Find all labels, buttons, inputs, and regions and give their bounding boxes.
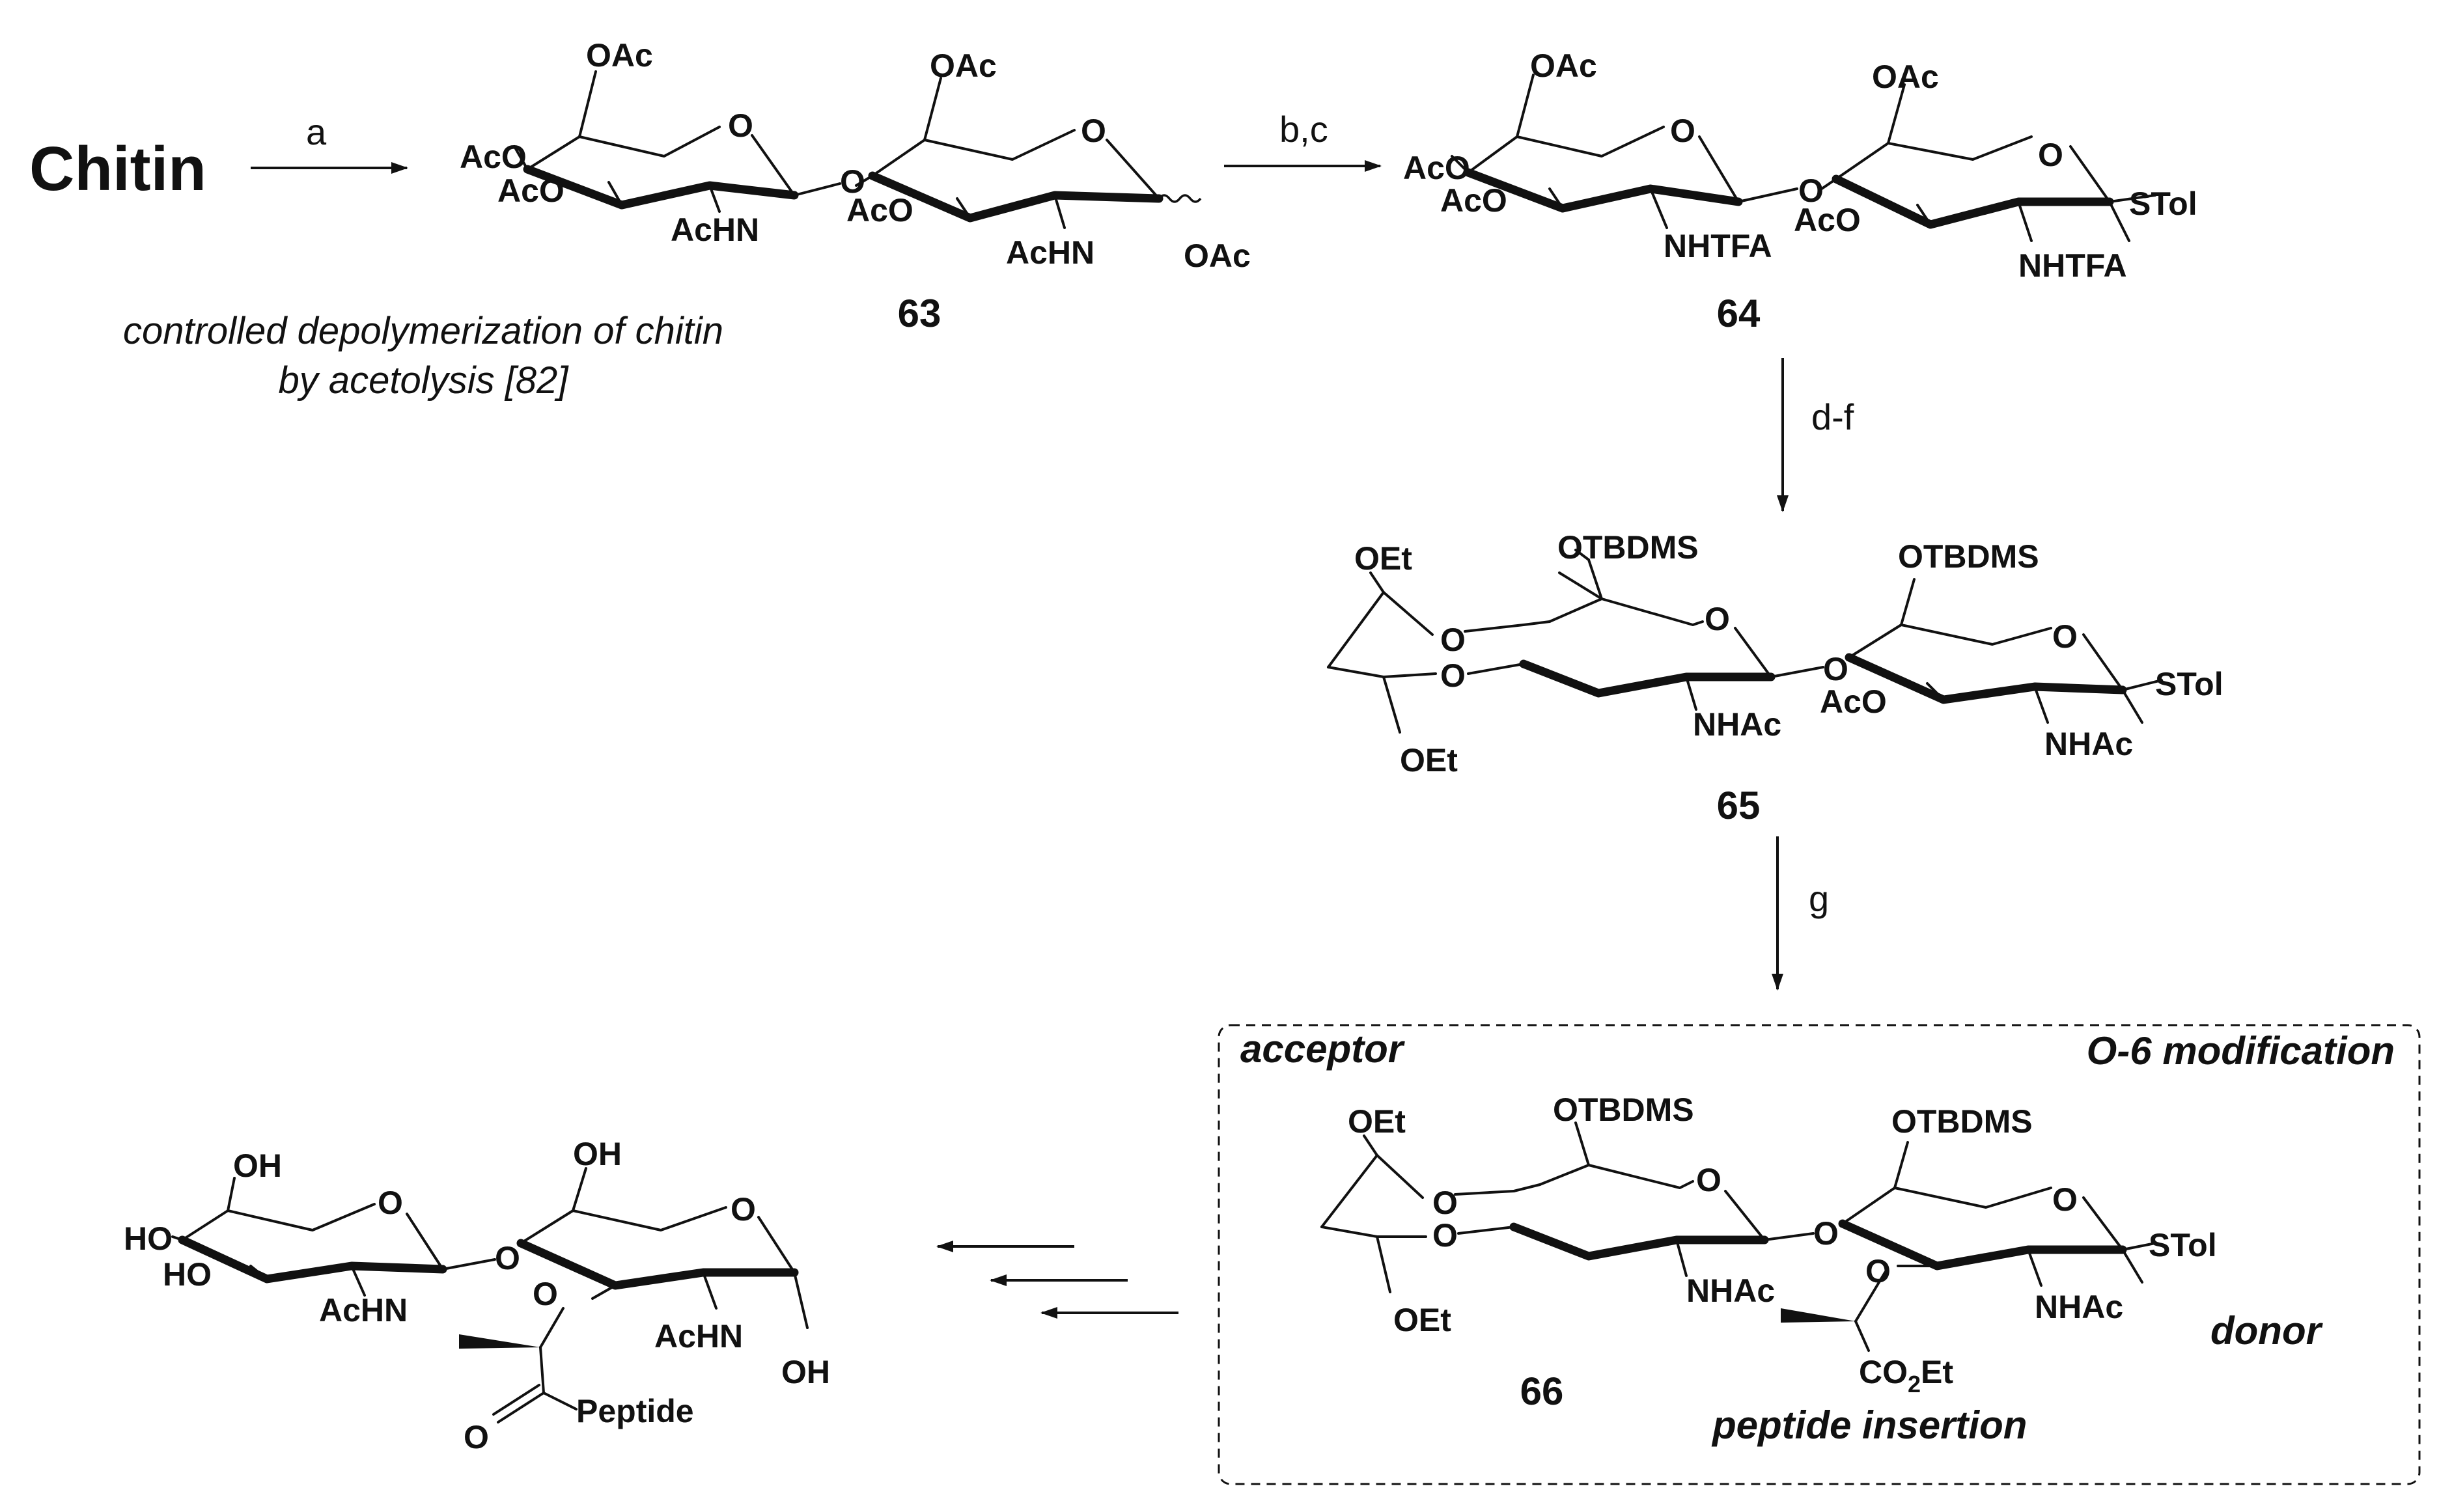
c66-lactyl-o: O [1865, 1253, 1891, 1289]
c66-oet-bottom: OEt [1393, 1302, 1451, 1338]
c66-co2et: CO2Et [1859, 1354, 1953, 1397]
product-peptide: Peptide [576, 1393, 694, 1429]
c64-ring-o2: O [2038, 137, 2063, 173]
product-ring-o2: O [731, 1191, 756, 1228]
compound-66-structure [1320, 1121, 2156, 1352]
c66-nhac-1: NHAc [1686, 1272, 1775, 1309]
c65-aco: AcO [1820, 683, 1887, 720]
c63-ring-o2: O [1081, 113, 1106, 149]
reagent-bc: b,c [1279, 109, 1328, 150]
c64-aco-2: AcO [1440, 182, 1507, 219]
c63-oac-anomeric: OAc [1184, 238, 1251, 274]
compound-63-structure [513, 70, 1202, 229]
c64-oac-top2: OAc [1872, 59, 1939, 95]
compound-65-structure [1327, 549, 2163, 734]
product-oh-anomeric: OH [781, 1354, 830, 1390]
reagent-df: d-f [1811, 396, 1854, 437]
c64-glyco-o: O [1798, 172, 1824, 209]
c63-aco-1: AcO [460, 139, 527, 175]
reagent-a: a [306, 111, 327, 152]
label-peptide-insertion: peptide insertion [1711, 1403, 2027, 1447]
compound-64-label: 64 [1717, 292, 1761, 335]
product-lactyl-o: O [533, 1276, 558, 1312]
note-line1: controlled depolymerization of chitin [123, 310, 723, 352]
final-product-structure [171, 1167, 809, 1423]
c65-glyco-o: O [1823, 651, 1848, 687]
c65-oet-top: OEt [1354, 540, 1412, 577]
c63-oac-top1: OAc [586, 37, 653, 74]
c64-ring-o1: O [1670, 113, 1695, 149]
product-achn-2: AcHN [654, 1318, 743, 1354]
compound-65-label: 65 [1717, 784, 1761, 827]
c64-stol: STol [2129, 186, 2197, 222]
compound-66-label: 66 [1520, 1369, 1564, 1413]
c66-glyco-o: O [1813, 1215, 1839, 1252]
c63-glyco-o: O [840, 163, 865, 200]
c65-nhac-1: NHAc [1693, 706, 1781, 743]
c65-otbdms-1: OTBDMS [1557, 529, 1699, 566]
reagent-g: g [1809, 878, 1829, 919]
label-o6-modification: O-6 modification [2087, 1029, 2395, 1073]
compound-64-structure [1451, 74, 2156, 242]
product-oh-top1: OH [233, 1148, 282, 1184]
c66-ring-o1: O [1696, 1162, 1721, 1198]
product-ho-2: HO [163, 1256, 212, 1293]
c65-oet-bottom: OEt [1400, 742, 1458, 778]
c65-ring-o2: O [2052, 618, 2078, 655]
c65-acetal-o2: O [1440, 657, 1466, 694]
c66-oet-top: OEt [1348, 1103, 1406, 1140]
c64-oac-top1: OAc [1530, 48, 1597, 84]
c63-aco-2: AcO [497, 172, 564, 209]
c65-acetal-o1: O [1440, 622, 1466, 658]
note-line2: by acetolysis [82] [279, 359, 570, 402]
c66-ring-o2: O [2052, 1181, 2078, 1218]
label-acceptor: acceptor [1240, 1027, 1406, 1071]
compound-63-label: 63 [898, 292, 941, 335]
chitin-label: Chitin [29, 134, 206, 204]
c65-nhac-2: NHAc [2044, 726, 2133, 762]
c64-nhtfa-2: NHTFA [2018, 247, 2127, 284]
c66-otbdms-2: OTBDMS [1891, 1103, 2033, 1140]
c64-nhtfa-1: NHTFA [1664, 228, 1772, 264]
c63-achn-2: AcHN [1006, 234, 1094, 271]
c63-oac-top2: OAc [930, 48, 997, 84]
product-glyco-o: O [495, 1240, 520, 1276]
c64-aco-1: AcO [1403, 150, 1470, 186]
product-ho-1: HO [124, 1220, 173, 1257]
c63-aco-3: AcO [846, 192, 913, 228]
product-ring-o1: O [378, 1185, 403, 1221]
c66-acetal-o1: O [1432, 1185, 1458, 1221]
c66-nhac-2: NHAc [2035, 1289, 2123, 1325]
c63-achn-1: AcHN [671, 212, 759, 248]
product-carbonyl-o: O [464, 1419, 489, 1455]
c66-otbdms-1: OTBDMS [1553, 1092, 1694, 1128]
product-achn-1: AcHN [319, 1292, 408, 1328]
label-donor: donor [2210, 1309, 2324, 1353]
c63-ring-o1: O [728, 107, 753, 144]
c66-stol: STol [2149, 1227, 2217, 1263]
product-oh-top2: OH [573, 1136, 622, 1172]
c64-aco-3: AcO [1794, 202, 1861, 238]
c66-acetal-o2: O [1432, 1217, 1458, 1254]
c65-otbdms-2: OTBDMS [1898, 538, 2039, 575]
highlight-box [1218, 1024, 2421, 1485]
c65-ring-o1: O [1705, 601, 1730, 637]
c65-stol: STol [2155, 666, 2223, 702]
